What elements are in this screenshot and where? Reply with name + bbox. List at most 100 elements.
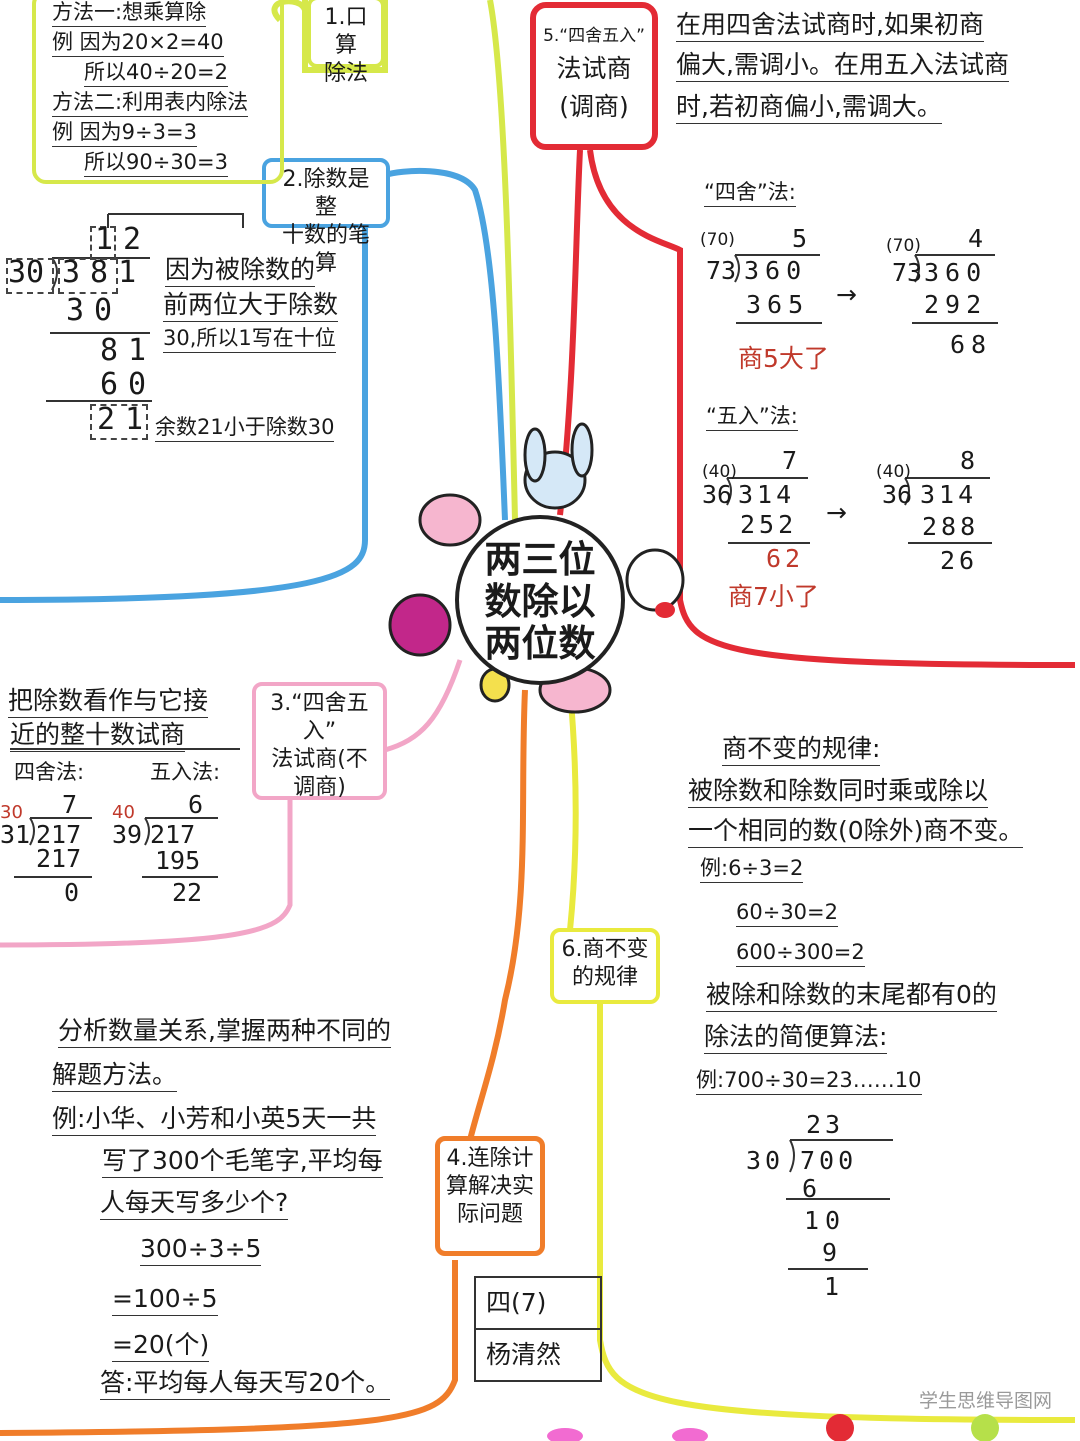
sec5-f1-rule xyxy=(736,322,822,324)
sec5-f2-estimate: (70) xyxy=(886,236,921,256)
sec5-g1-quotient: 7 xyxy=(782,446,798,475)
sec5-f1-dividend: 360 xyxy=(744,256,808,285)
sec3-b-dividend: 217 xyxy=(150,820,196,849)
signature-name: 杨清然 xyxy=(486,1340,562,1369)
sec5-g1-dividend: 314 xyxy=(738,480,796,509)
node-5-rounding-adjust: 5.“四舍五入” 法试商 (调商) xyxy=(530,2,658,150)
node-1-line2: 除法 xyxy=(323,61,368,86)
sec2-product1: 30 xyxy=(66,293,123,328)
sec2-rule1 xyxy=(50,332,150,334)
sec5-desc1: 在用四舍法试商时,如果初商 xyxy=(676,10,984,42)
sec3-desc1: 把除数看作与它接 xyxy=(8,686,209,718)
sec3-b-title: 五入法: xyxy=(150,760,221,784)
branch-6-line xyxy=(567,689,1076,1423)
sec5-five-title: “五入”法: xyxy=(706,404,798,431)
sec3b-division-bracket xyxy=(144,817,218,846)
node-5-line3: (调商) xyxy=(559,92,629,121)
node-4-line1: 4.连除计 xyxy=(446,1146,534,1171)
sec6-ld-remainder: 1 xyxy=(824,1272,840,1301)
sec2-partial: 81 xyxy=(100,333,157,368)
sec2-note1: 因为被除数的 xyxy=(165,255,316,287)
sec3-a-rule xyxy=(14,876,92,878)
sec1-line6: 所以90÷30=3 xyxy=(84,150,228,177)
sec4-example2: 写了300个毛笔字,平均每 xyxy=(102,1146,383,1178)
sec5-f2-bracket xyxy=(914,254,995,283)
sec4-answer: 答:平均每人每天写20个。 xyxy=(100,1368,391,1400)
branch-4-line xyxy=(0,689,528,1436)
sec5-f1-bracket xyxy=(734,254,820,283)
center-title-line1: 两三位 xyxy=(484,538,596,581)
sec5-g2-dividend: 314 xyxy=(920,480,978,509)
sec3-b-rule xyxy=(142,876,218,878)
watermark: 学生思维导图网 xyxy=(918,1390,1052,1412)
sec1-line2: 例 因为20×2=40 xyxy=(52,30,224,57)
branch-2-line xyxy=(0,167,508,603)
sec5-g2-bracket xyxy=(904,477,990,506)
node-3-line2: 法试商(不 xyxy=(271,747,368,772)
sec2-divisor-box xyxy=(6,258,54,294)
sec6-example4: 例:700÷30=23……10 xyxy=(696,1068,922,1095)
sec4-example1: 例:小华、小芳和小英5天一共 xyxy=(52,1104,377,1136)
sec5-f1-quotient: 5 xyxy=(792,224,808,253)
sec6-ld-product1: 6 xyxy=(802,1174,818,1203)
node-1-line1: 1.口算 xyxy=(324,5,368,58)
sec1-line5: 例 因为9÷3=3 xyxy=(52,120,197,147)
sec3-desc2: 近的整十数试商 xyxy=(10,720,186,752)
sec3-a-divisor: 31 xyxy=(0,820,31,849)
sec5-desc2: 偏大,需调小。在用五入法试商 xyxy=(676,50,1009,82)
sec1-line1: 方法一:想乘算除 xyxy=(52,0,207,27)
sec2-quotient: 12 xyxy=(95,222,152,257)
sec6-ld-divisor: 30 xyxy=(746,1146,785,1175)
node-4-consecutive-division: 4.连除计 算解决实 际问题 xyxy=(435,1136,545,1256)
sec5-f2-quotient: 4 xyxy=(968,224,984,253)
sec6-ld-rule1 xyxy=(786,1198,890,1200)
center-topic: 两三位 数除以 两位数 xyxy=(455,515,625,685)
sec3-rule-under xyxy=(10,748,240,750)
sec5-f2-remainder: 68 xyxy=(950,330,993,359)
sec2-note2: 前两位大于除数 xyxy=(163,290,339,322)
sec6-title: 商不变的规律: xyxy=(722,734,881,766)
branch-3-line xyxy=(0,659,463,948)
sec6-ld-rule2 xyxy=(788,1268,868,1270)
sec5-g2-estimate: (40) xyxy=(876,462,911,482)
sec4-calc3: =20(个) xyxy=(112,1330,210,1362)
node-6-line2: 的规律 xyxy=(571,965,638,990)
sec5-f2-product: 292 xyxy=(924,290,988,319)
node-5-line2: 法试商 xyxy=(556,54,632,83)
sec3-a-remainder: 0 xyxy=(64,878,80,907)
sec3-a-quotient: 7 xyxy=(62,790,78,819)
sec2-remainder-box xyxy=(90,404,148,440)
sec6-ld-partial: 10 xyxy=(804,1206,847,1235)
sec3-a-estimate: 30 xyxy=(0,802,23,823)
sec5-arrow1: → xyxy=(836,280,857,309)
sec5-f2-rule xyxy=(912,322,998,324)
sec2-note3: 30,所以1写在十位 xyxy=(163,326,336,353)
sec5-g1-remainder: 62 xyxy=(766,544,805,573)
sec5-f2-divisor: 73 xyxy=(892,258,923,287)
sec2-divisor: 30 xyxy=(8,255,45,290)
center-title-line3: 两位数 xyxy=(484,622,596,665)
sec3-b-quotient: 6 xyxy=(188,790,204,819)
node-4-line3: 际问题 xyxy=(456,1202,523,1227)
sec3-a-dividend: 217 xyxy=(36,820,82,849)
sec6-shortcut2: 除法的简便算法: xyxy=(704,1022,888,1054)
sec6-example3: 600÷300=2 xyxy=(736,940,865,967)
sec4-desc2: 解题方法。 xyxy=(52,1060,178,1092)
sec6-ld-product2: 9 xyxy=(822,1238,838,1267)
sec6-rule2: 一个相同的数(0除外)商不变。 xyxy=(688,816,1024,848)
sec2-note4: 余数21小于除数30 xyxy=(155,415,335,442)
node-5-line1: 5.“四舍五入” xyxy=(543,26,645,46)
node-2-written-division: 2.除数是整 十数的笔算 xyxy=(262,158,390,276)
sec4-calc1: 300÷3÷5 xyxy=(140,1234,262,1266)
sec5-arrow2: → xyxy=(826,498,847,527)
sec3-b-remainder: 22 xyxy=(172,878,203,907)
signature-box: 四(7) 杨清然 xyxy=(474,1276,602,1382)
node-6-quotient-invariance: 6.商不变 的规律 xyxy=(550,928,660,1004)
sec5-f1-estimate: (70) xyxy=(700,230,735,250)
sec5-f2-dividend: 360 xyxy=(924,258,988,287)
sec6-example1: 例:6÷3=2 xyxy=(700,856,804,883)
branch-1-line xyxy=(302,0,518,521)
sec1-box xyxy=(32,0,284,184)
sec5-g1-note: 商7小了 xyxy=(728,582,819,611)
node-3-rounding-no-adjust: 3.“四舍五入” 法试商(不 调商) xyxy=(252,682,387,800)
